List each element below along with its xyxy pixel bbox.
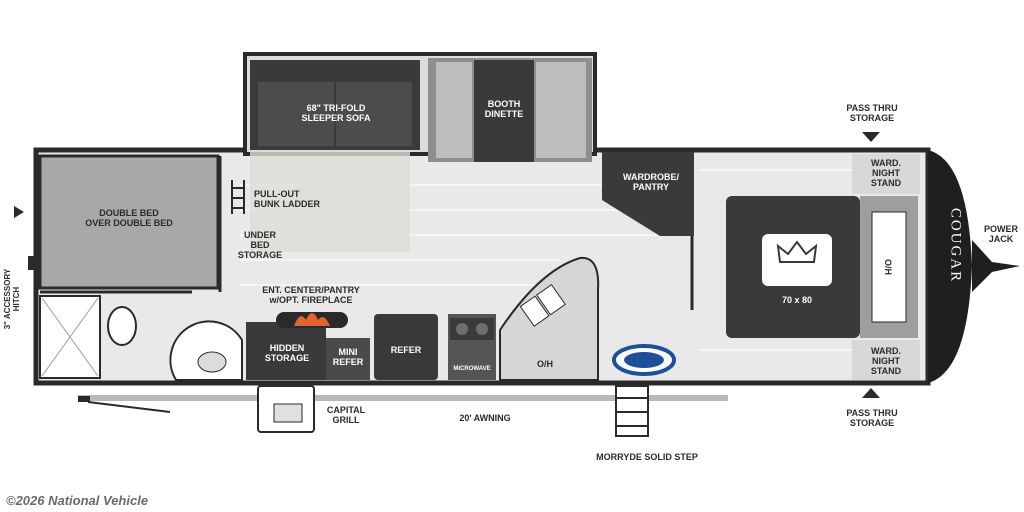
step-label: MORRYDE SOLID STEP [596,452,698,462]
hidden-storage-cabinet [246,322,326,380]
awning-label: 20' AWNING [459,413,511,423]
king-bed-label: KING BED [774,271,819,281]
mini-refer-cabinet [326,338,370,380]
brand-logo: COUGAR [947,207,964,284]
oh-front-label: O/H [883,258,893,275]
refer-cabinet [374,314,438,380]
wardrobe [602,152,694,236]
refer-label: REFER [390,345,422,355]
wardrobe-label: WARDROBE/PANTRY [623,172,679,192]
pass-thru-bottom-arrow [862,388,880,398]
kitchen-island [499,256,600,381]
pass-thru-top-arrow [862,132,880,142]
oh-kitchen-label: O/H [536,359,553,369]
bunk-bed [38,154,220,290]
king-bed-size: 70 x 80 [781,295,813,305]
toilet [107,306,137,346]
front-cap [928,150,972,383]
copyright-credit: ©2026 National Vehicle [6,493,149,508]
nightstand-bottom [852,340,920,380]
nightstand-top [852,154,920,194]
crown-icon [776,240,818,263]
microwave-label: MICROWAVE [453,366,491,372]
